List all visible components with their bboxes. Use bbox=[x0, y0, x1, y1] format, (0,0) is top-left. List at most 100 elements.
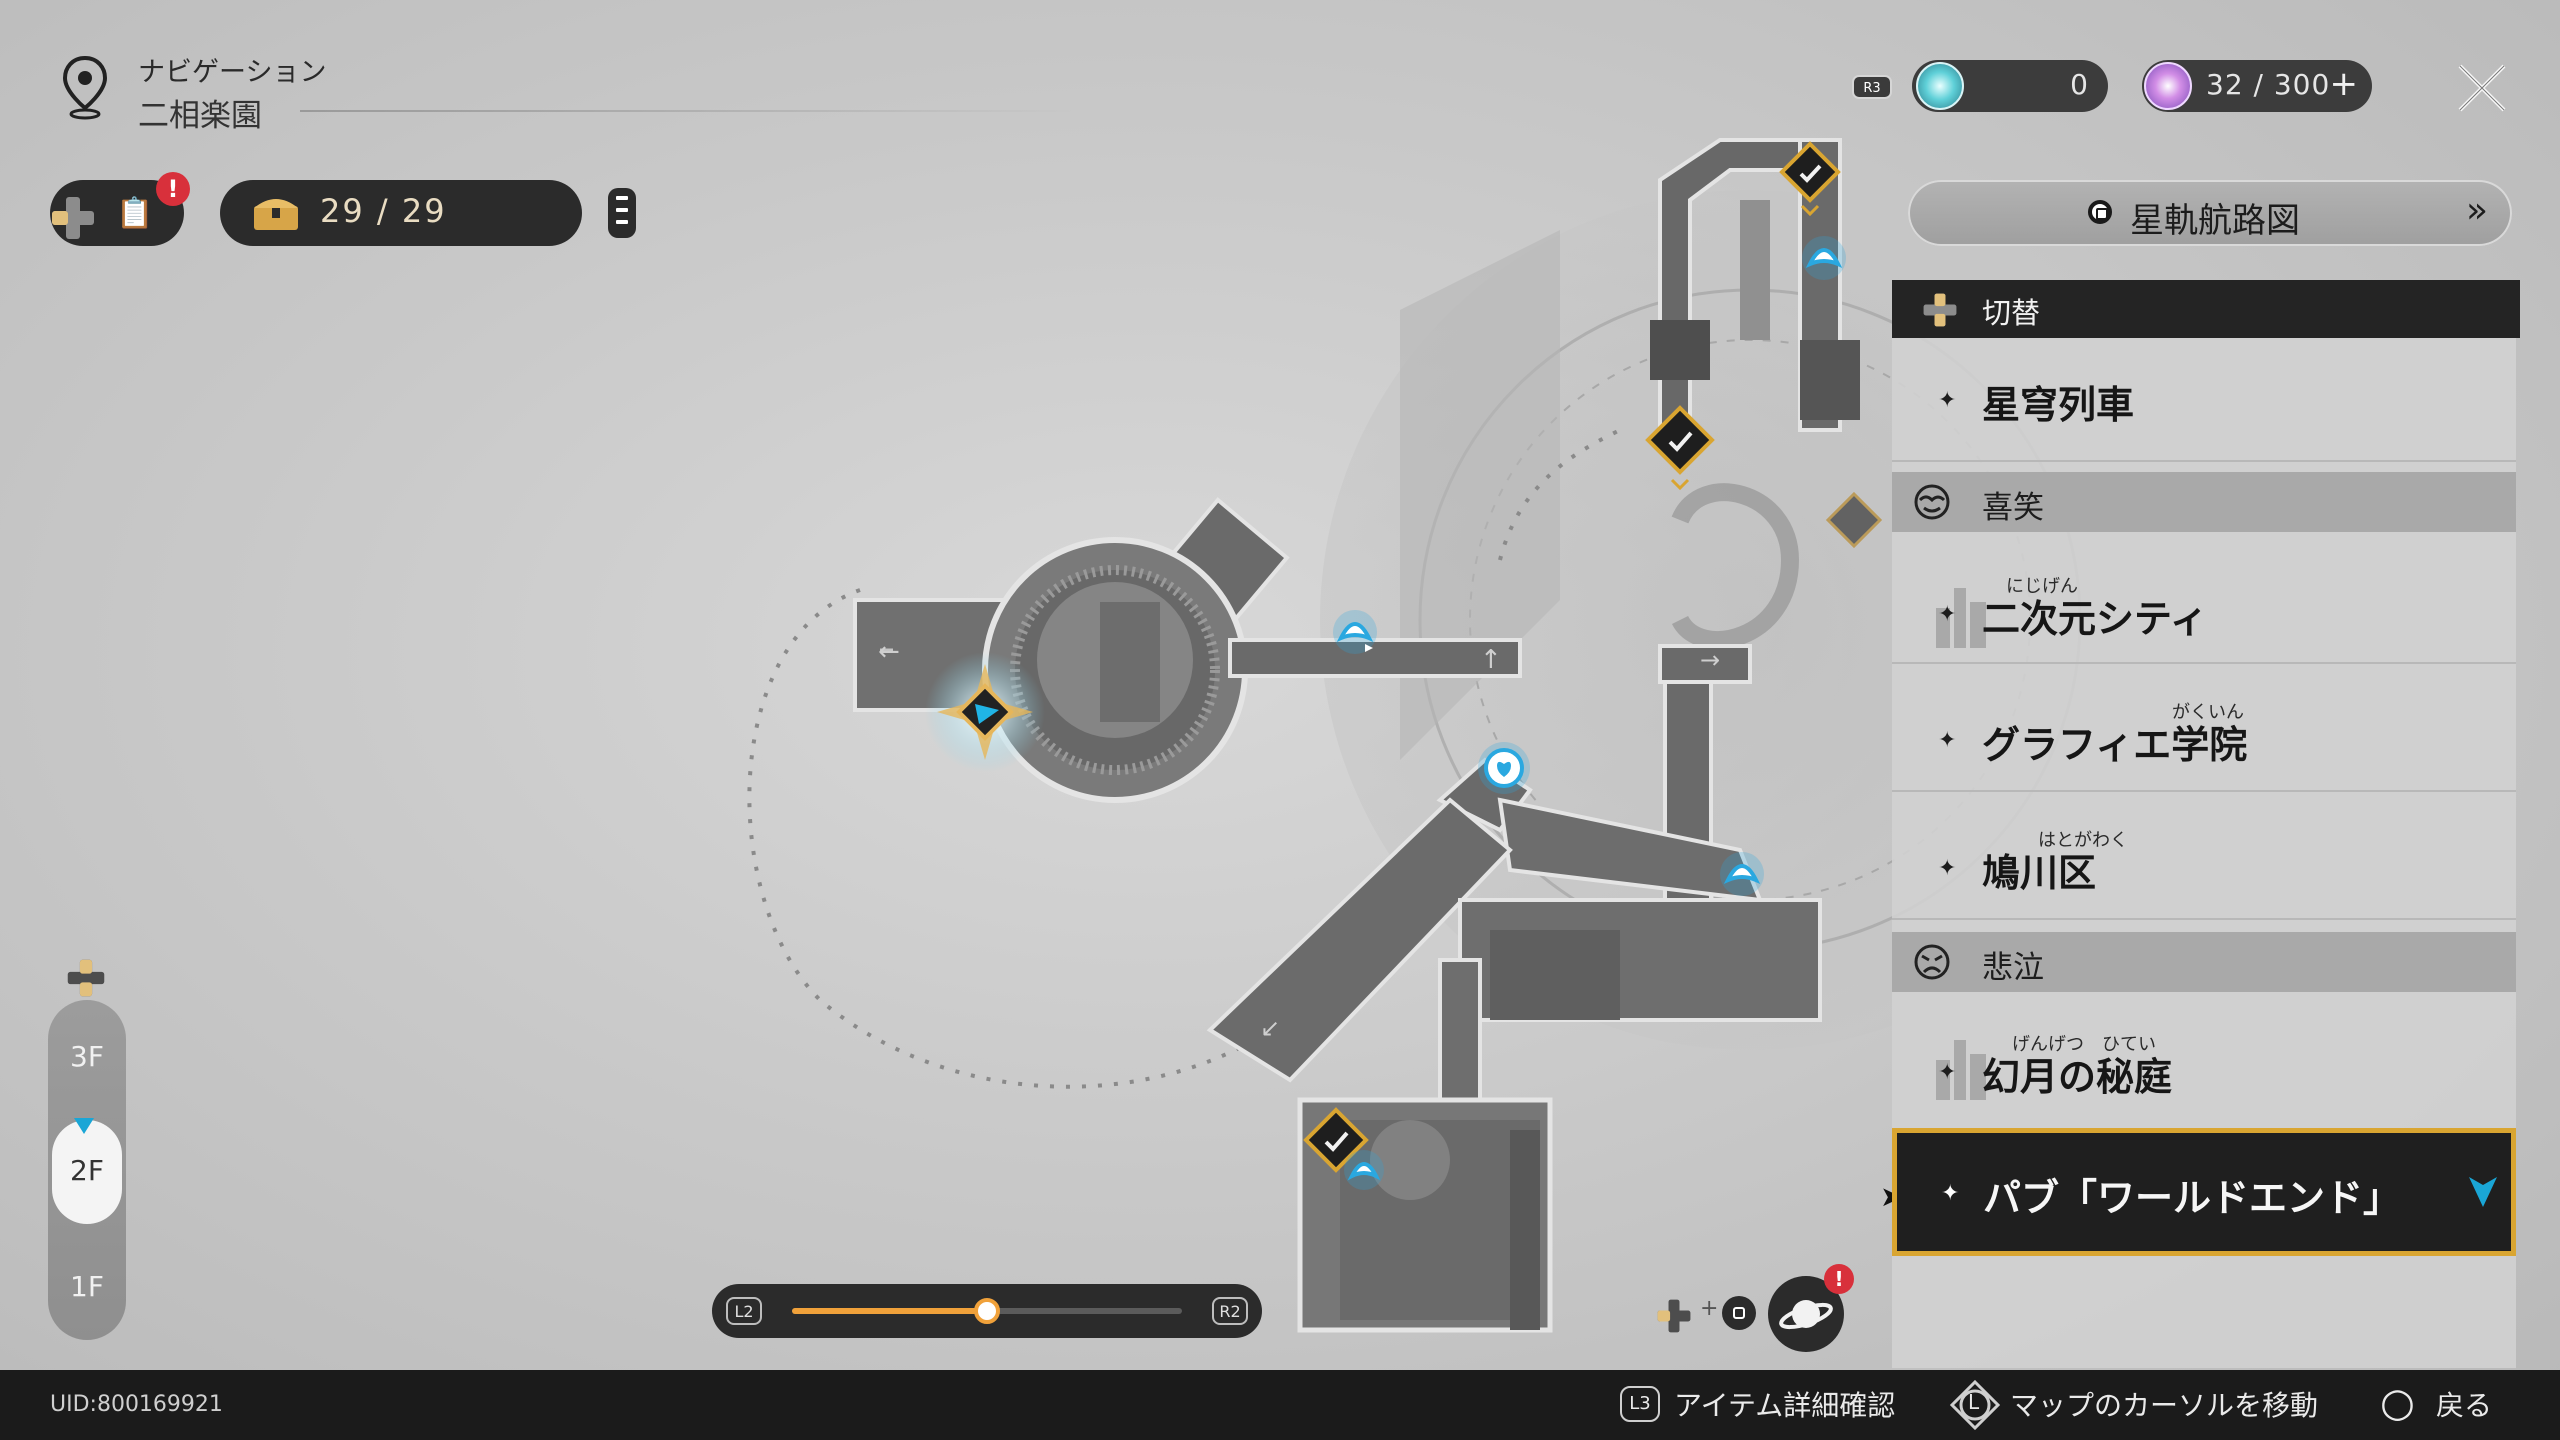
trailblaze-power-icon bbox=[2144, 62, 2192, 110]
l2-trigger-icon: L2 bbox=[726, 1297, 762, 1325]
region-ruby: げんげつ ひてい bbox=[2012, 1034, 2156, 1055]
city-silhouette-icon bbox=[1936, 588, 1986, 648]
star-icon: ✦ bbox=[1938, 856, 1957, 881]
region-item-moon-garden[interactable]: げんげつ ひてい ✦ 幻月の秘庭 bbox=[1892, 1000, 2516, 1124]
category-label: 悲泣 bbox=[1982, 950, 2044, 986]
add-power-button[interactable]: + bbox=[2329, 64, 2359, 104]
star-rail-map-label: 星軌航路図 bbox=[2130, 201, 2300, 241]
r3-button-icon: R3 bbox=[1852, 75, 1892, 99]
floor-2f-button[interactable]: 2F bbox=[52, 1120, 122, 1224]
circle-button-icon: ○ bbox=[2380, 1380, 2415, 1426]
treasure-chest-counter[interactable]: 29 / 29 bbox=[220, 180, 582, 246]
l3-button-icon: L3 bbox=[1620, 1386, 1660, 1422]
svg-text:↑: ↑ bbox=[1480, 645, 1502, 675]
zoom-fill bbox=[792, 1308, 987, 1314]
synthesis-diamond-marker-4[interactable] bbox=[1303, 1107, 1369, 1173]
region-name: 鳩川区 bbox=[1982, 851, 2097, 895]
stellar-jade-counter[interactable]: 0 bbox=[1912, 60, 2108, 112]
warp-heart-marker[interactable] bbox=[1478, 742, 1530, 794]
zoom-track[interactable] bbox=[792, 1298, 1182, 1324]
hint-item-detail[interactable]: アイテム詳細確認 bbox=[1674, 1389, 1896, 1422]
region-ruby: にじげん bbox=[2006, 576, 2078, 597]
region-name: グラフィエ学院 bbox=[1982, 723, 2248, 767]
region-name: パブ「ワールドエンド」 bbox=[1983, 1176, 2402, 1220]
double-chevron-right-icon: » bbox=[2465, 190, 2488, 231]
current-floor-marker-icon bbox=[74, 1118, 94, 1134]
synthesis-diamond-marker-1[interactable] bbox=[1645, 405, 1715, 491]
switch-header[interactable]: 切替 bbox=[1892, 280, 2520, 338]
zoom-handle[interactable] bbox=[974, 1298, 1000, 1324]
category-sorrow: 悲泣 bbox=[1892, 932, 2516, 992]
space-anchor-marker-3[interactable] bbox=[1720, 852, 1764, 896]
space-anchor-marker-1[interactable] bbox=[1333, 610, 1377, 654]
switch-label: 切替 bbox=[1982, 296, 2041, 330]
treasure-chest-icon bbox=[254, 199, 298, 230]
zoom-slider[interactable]: L2 R2 bbox=[712, 1284, 1262, 1338]
star-icon: ✦ bbox=[1938, 602, 1957, 627]
star-icon: ✦ bbox=[1938, 728, 1957, 753]
hint-back[interactable]: 戻る bbox=[2436, 1389, 2493, 1422]
filter-menu-button[interactable] bbox=[608, 188, 636, 238]
category-joy: 喜笑 bbox=[1892, 472, 2516, 532]
mission-alert-badge: ! bbox=[156, 172, 190, 206]
floor-selector: 3F 2F 1F bbox=[48, 1000, 126, 1340]
space-anchor-marker-2[interactable] bbox=[1802, 236, 1846, 280]
region-item-pub-world-end[interactable]: ✦ パブ「ワールドエンド」 bbox=[1892, 1128, 2516, 1256]
synthesis-diamond-marker-2[interactable] bbox=[1779, 141, 1841, 217]
region-name: 星穹列車 bbox=[1982, 383, 2135, 427]
plus-icon: + bbox=[1700, 1296, 1719, 1321]
planet-alert-badge: ! bbox=[1824, 1264, 1854, 1294]
svg-text:↙: ↙ bbox=[1260, 1014, 1280, 1042]
floor-label: 2F bbox=[70, 1154, 104, 1187]
current-location-marker-icon bbox=[2469, 1177, 2497, 1207]
trailblaze-power-value: 32 / 300 bbox=[2206, 68, 2331, 101]
region-item-2d-city[interactable]: にじげん ✦ 二次元シティ bbox=[1892, 540, 2516, 664]
space-anchor-marker-4[interactable] bbox=[1344, 1150, 1384, 1190]
svg-text:R3: R3 bbox=[1863, 81, 1880, 96]
clipboard-icon: 📋 bbox=[116, 196, 154, 231]
dpad-left-icon bbox=[52, 197, 94, 239]
region-name: 二次元シティ bbox=[1982, 597, 2208, 641]
trailblaze-power-counter[interactable]: 32 / 300 + bbox=[2142, 60, 2372, 112]
svg-text:←: ← bbox=[878, 637, 900, 667]
player-location-marker[interactable] bbox=[925, 652, 1045, 772]
svg-text:→: → bbox=[1700, 646, 1720, 674]
city-silhouette-icon bbox=[1936, 1040, 1986, 1100]
floor-1f-button[interactable]: 1F bbox=[70, 1270, 104, 1303]
star-rail-map-button[interactable]: 星軌航路図 » bbox=[1908, 180, 2512, 246]
star-icon: ✦ bbox=[1938, 388, 1957, 413]
synthesis-diamond-marker-3[interactable] bbox=[1825, 491, 1883, 549]
navigation-pin-icon bbox=[62, 55, 122, 120]
region-item-graffie-academy[interactable]: がくいん ✦ グラフィエ学院 bbox=[1892, 668, 2516, 792]
sad-mask-icon bbox=[1914, 944, 1950, 980]
region-item-astral-express[interactable]: ✦ 星穹列車 bbox=[1892, 338, 2516, 462]
region-item-hatogawa-ward[interactable]: はとがわく ✦ 鳩川区 bbox=[1892, 796, 2516, 920]
region-name: 幻月の秘庭 bbox=[1982, 1055, 2173, 1099]
l-stick-label: L bbox=[1968, 1390, 1980, 1414]
smile-mask-icon bbox=[1914, 484, 1950, 520]
star-icon: ✦ bbox=[1941, 1181, 1960, 1206]
corridors: ↙ → bbox=[1206, 644, 1822, 1333]
menu-line-icon bbox=[616, 208, 628, 212]
header-divider bbox=[300, 110, 1080, 112]
area-name: 二相楽園 bbox=[138, 98, 262, 134]
close-icon[interactable] bbox=[2454, 60, 2510, 116]
menu-line-icon bbox=[616, 220, 628, 224]
stellar-jade-icon bbox=[1916, 62, 1964, 110]
circle-button-icon bbox=[1722, 1296, 1756, 1330]
chest-count: 29 / 29 bbox=[320, 192, 447, 230]
r2-trigger-icon: R2 bbox=[1212, 1297, 1248, 1325]
hint-move-cursor[interactable]: マップのカーソルを移動 bbox=[2010, 1389, 2319, 1422]
circle-button-icon bbox=[2088, 200, 2112, 224]
footer-bar: UID:800169921 L3 アイテム詳細確認 L マップのカーソルを移動 … bbox=[0, 1370, 2560, 1440]
star-icon: ✦ bbox=[1938, 1060, 1957, 1085]
left-stick-icon bbox=[1950, 1380, 2000, 1430]
dpad-icon bbox=[1657, 1299, 1691, 1333]
category-label: 喜笑 bbox=[1982, 490, 2044, 526]
dpad-updown-icon bbox=[67, 959, 105, 997]
stellar-jade-value: 0 bbox=[2070, 68, 2088, 101]
dpad-icon bbox=[1923, 293, 1957, 327]
dotted-route bbox=[747, 588, 1272, 1089]
floor-3f-button[interactable]: 3F bbox=[70, 1040, 104, 1073]
region-ruby: がくいん bbox=[2172, 702, 2244, 723]
